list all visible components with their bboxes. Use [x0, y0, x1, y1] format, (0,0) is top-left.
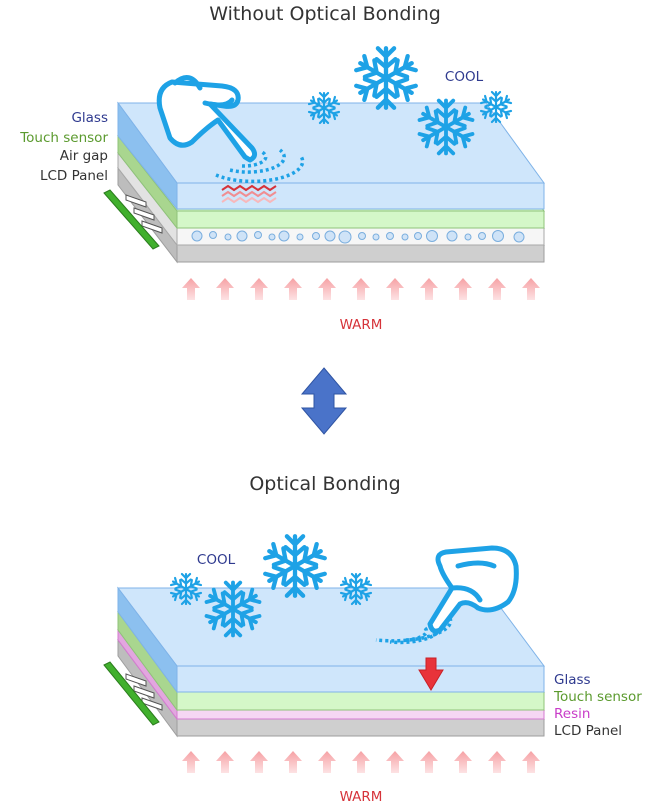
snowflake-icon — [265, 536, 326, 595]
warm-arrow-icon — [318, 278, 336, 300]
warm-arrow-icon — [250, 751, 268, 773]
top-layer-labels: Glass Touch sensor Air gap LCD Panel — [19, 110, 108, 184]
warm-arrow-icon — [420, 751, 438, 773]
warm-arrow-icon — [284, 751, 302, 773]
bottom-diagram: Optical Bonding — [103, 473, 642, 803]
bottom-cool-label: COOL — [197, 552, 236, 568]
bottom-touch-ripple-icon — [375, 617, 453, 645]
warm-arrow-icon — [182, 751, 200, 773]
bottom-pressure-arrow-icon — [418, 657, 444, 691]
bottom-warm-label: WARM — [340, 789, 383, 803]
bottom-label-glass: Glass — [554, 672, 591, 688]
snowflake-icon — [419, 101, 473, 154]
warm-arrow-icon — [386, 278, 404, 300]
top-heat-wave-icon — [221, 184, 277, 204]
warm-arrow-icon — [522, 751, 540, 773]
bottom-label-touch-sensor: Touch sensor — [553, 689, 642, 705]
warm-arrow-icon — [182, 278, 200, 300]
warm-arrow-icon — [216, 751, 234, 773]
bottom-label-lcd-panel: LCD Panel — [554, 723, 622, 739]
warm-arrow-icon — [420, 278, 438, 300]
top-touch-ripple-icon — [215, 148, 305, 184]
warm-arrow-icon — [386, 751, 404, 773]
warm-arrow-icon — [318, 751, 336, 773]
air-bubbles — [191, 230, 525, 244]
bottom-warm-arrows — [182, 751, 540, 773]
top-title: Without Optical Bonding — [209, 3, 441, 25]
warm-arrow-icon — [454, 278, 472, 300]
snowflake-icon — [171, 574, 202, 604]
bottom-layer-labels: Glass Touch sensor Resin LCD Panel — [553, 672, 642, 739]
top-cool-label: COOL — [445, 69, 484, 85]
warm-arrow-icon — [522, 278, 540, 300]
snowflake-icon — [481, 92, 512, 122]
bottom-pointing-hand-icon — [427, 545, 519, 634]
top-label-lcd-panel: LCD Panel — [40, 168, 108, 184]
top-label-glass: Glass — [71, 110, 108, 126]
warm-arrow-icon — [250, 278, 268, 300]
warm-arrow-icon — [352, 278, 370, 300]
top-warm-label: WARM — [340, 317, 383, 333]
warm-arrow-icon — [488, 278, 506, 300]
snowflake-icon — [206, 583, 260, 636]
top-diagram: Without Optical Bonding — [19, 3, 546, 333]
comparison-double-arrow-icon — [300, 367, 348, 435]
warm-arrow-icon — [216, 278, 234, 300]
top-warm-arrows — [182, 278, 540, 300]
top-label-air-gap: Air gap — [60, 148, 108, 164]
warm-arrow-icon — [454, 751, 472, 773]
snowflake-icon — [341, 574, 372, 604]
warm-arrow-icon — [488, 751, 506, 773]
bottom-connector — [103, 661, 163, 726]
bottom-title: Optical Bonding — [249, 473, 400, 495]
top-connector — [103, 189, 163, 250]
warm-arrow-icon — [352, 751, 370, 773]
snowflake-icon — [309, 93, 340, 123]
bottom-label-resin: Resin — [554, 706, 590, 722]
warm-arrow-icon — [284, 278, 302, 300]
top-label-touch-sensor: Touch sensor — [19, 130, 108, 146]
top-pointing-hand-icon — [156, 75, 258, 163]
snowflake-icon — [356, 48, 417, 107]
